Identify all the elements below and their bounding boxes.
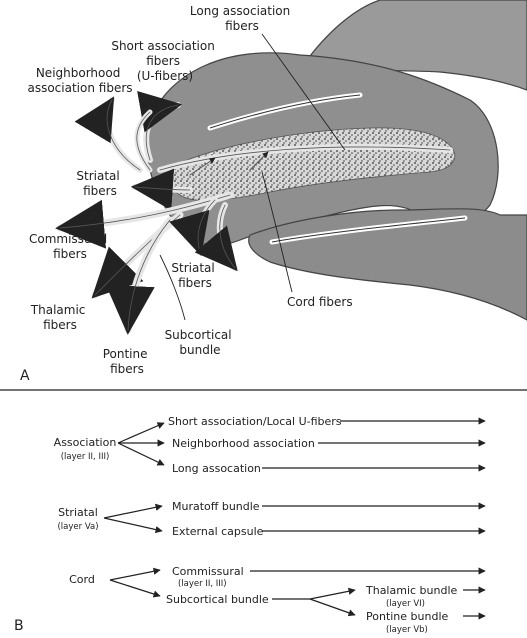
group-association: Association: [54, 436, 117, 449]
panel-b-letter: B: [14, 618, 24, 634]
label-short-association: Short association fibers (U-fibers): [111, 39, 218, 83]
subcortical-branches: [309, 587, 356, 617]
target-commissural-layer: (layer II, III): [178, 579, 227, 589]
panel-a-letter: A: [20, 368, 30, 384]
label-thalamic: Thalamic fibers: [30, 303, 89, 332]
striatal-branches: [103, 503, 163, 534]
label-striatal-left: Striatal fibers: [76, 169, 123, 198]
target-pontine-layer: (layer Vb): [386, 625, 428, 635]
group-association-layer: (layer II, III): [61, 452, 110, 462]
target-long-association: Long assocation: [172, 462, 261, 475]
target-muratoff-bundle: Muratoff bundle: [172, 500, 260, 513]
label-subcortical-bundle: Subcortical bundle: [165, 328, 236, 357]
group-striatal-layer: (layer Va): [57, 522, 98, 532]
target-short-association: Short association/Local U-fibers: [168, 415, 342, 428]
target-thalamic-layer: (layer VI): [386, 599, 425, 609]
cord-branches: [109, 567, 161, 598]
panel-b: Association (layer II, III) Short associ…: [14, 415, 486, 635]
label-cord-fibers: Cord fibers: [287, 295, 353, 309]
label-neighborhood-association: Neighborhood association fibers: [27, 66, 132, 95]
label-commissural: Commissural fibers: [29, 232, 111, 261]
sulcus-upper-outline: [209, 94, 361, 129]
label-pontine: Pontine fibers: [103, 347, 152, 376]
association-branches: [117, 422, 165, 466]
group-cord: Cord: [69, 573, 95, 586]
sulcus-lower-outline: [271, 217, 466, 243]
panel-a: Long association fibers Short associatio…: [20, 0, 527, 384]
target-pontine-bundle: Pontine bundle: [366, 610, 449, 623]
group-striatal: Striatal: [58, 506, 98, 519]
leader-lines: [159, 33, 346, 321]
label-long-association: Long association fibers: [190, 4, 294, 33]
label-striatal-right: Striatal fibers: [171, 261, 218, 290]
target-thalamic-bundle: Thalamic bundle: [365, 584, 458, 597]
fiber-bundles: [55, 90, 453, 335]
target-commissural: Commissural: [172, 565, 244, 578]
target-external-capsule: External capsule: [172, 525, 264, 538]
target-neighborhood-association: Neighborhood association: [172, 437, 315, 450]
target-subcortical-bundle: Subcortical bundle: [166, 593, 269, 606]
